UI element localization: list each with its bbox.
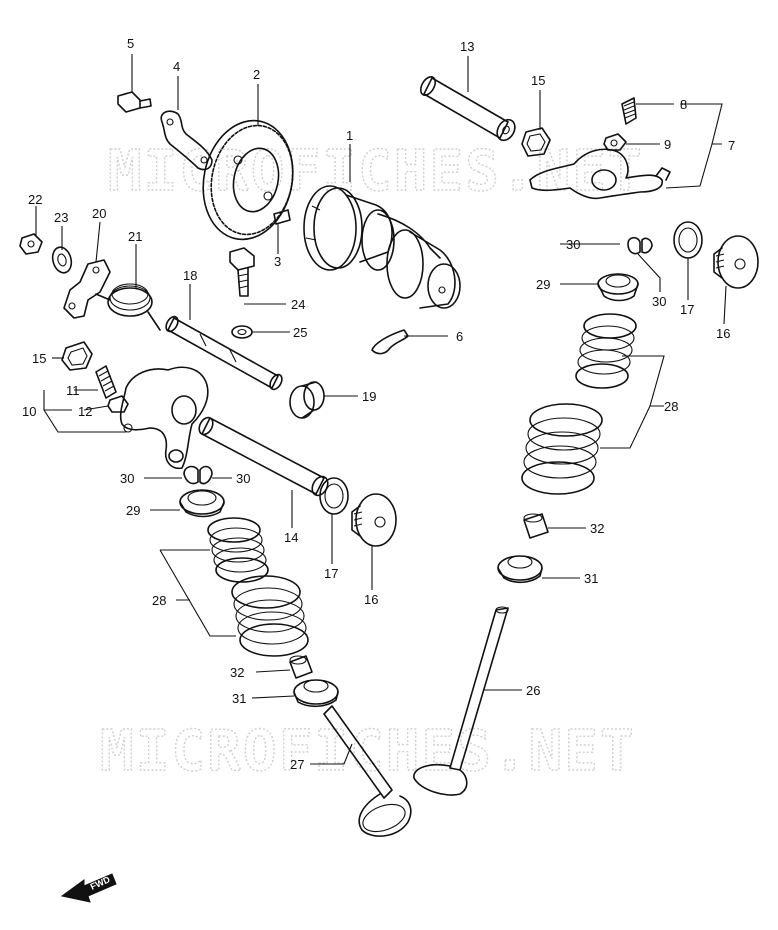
part-6-half-ring bbox=[371, 329, 409, 355]
callout-2: 2 bbox=[253, 67, 260, 82]
callout-30-b: 30 bbox=[236, 471, 250, 486]
part-8-adjuster-screw bbox=[621, 97, 637, 125]
callout-3: 3 bbox=[274, 254, 281, 269]
part-32-valve-seal-left bbox=[289, 655, 313, 679]
part-25-washer bbox=[231, 325, 253, 339]
part-32-valve-seal-right bbox=[523, 513, 549, 539]
part-1-camshaft bbox=[303, 185, 461, 309]
part-3-pin bbox=[273, 209, 291, 225]
callout-31-left: 31 bbox=[232, 691, 246, 706]
part-30-cotters-right bbox=[627, 236, 653, 255]
callout-21: 21 bbox=[128, 229, 142, 244]
callout-16-left: 16 bbox=[364, 592, 378, 607]
part-20-tensioner-bracket bbox=[63, 259, 111, 319]
callout-32-right: 32 bbox=[590, 521, 604, 536]
callout-9: 9 bbox=[664, 137, 671, 152]
part-28-spring-inner-right bbox=[575, 313, 637, 389]
part-15-washer-top bbox=[521, 127, 551, 157]
callout-6: 6 bbox=[456, 329, 463, 344]
part-17-seal-left bbox=[319, 477, 349, 515]
part-5-bolt bbox=[117, 91, 152, 113]
callout-15-left: 15 bbox=[32, 351, 46, 366]
callout-19: 19 bbox=[362, 389, 376, 404]
callout-30-a: 30 bbox=[120, 471, 134, 486]
callout-25: 25 bbox=[293, 325, 307, 340]
callout-1: 1 bbox=[346, 128, 353, 143]
watermark-top: MICROFICHES.NET bbox=[108, 139, 644, 204]
part-26-valve-right bbox=[413, 606, 509, 796]
part-28-spring-outer-left bbox=[231, 575, 309, 657]
part-22-nut bbox=[19, 233, 43, 255]
callout-8: 8 bbox=[680, 97, 687, 112]
callout-4: 4 bbox=[173, 59, 180, 74]
part-9-nut bbox=[603, 133, 627, 151]
part-28-spring-outer-right bbox=[521, 403, 603, 495]
part-4-bracket bbox=[160, 110, 213, 171]
leader-lines bbox=[35, 54, 727, 765]
part-29-retainer-left bbox=[179, 489, 225, 518]
part-30-cotters-left bbox=[183, 465, 213, 485]
part-31-spring-seat-right bbox=[497, 555, 543, 584]
fwd-arrow-icon: FWD bbox=[60, 873, 117, 903]
part-13-rocker-shaft bbox=[419, 76, 516, 142]
part-15-washer-left bbox=[61, 341, 93, 371]
part-18-shaft bbox=[165, 315, 283, 391]
callout-24: 24 bbox=[291, 297, 305, 312]
callout-29-left: 29 bbox=[126, 503, 140, 518]
callout-15-top: 15 bbox=[531, 73, 545, 88]
part-28-spring-inner-left bbox=[207, 517, 269, 583]
part-16-cap-right bbox=[713, 235, 759, 289]
part-7-rocker-arm-top bbox=[529, 148, 671, 200]
part-16-cap-left bbox=[351, 493, 397, 547]
callout-14: 14 bbox=[284, 530, 298, 545]
callout-17-left: 17 bbox=[324, 566, 338, 581]
part-17-seal-right bbox=[673, 221, 703, 259]
part-14-rocker-shaft bbox=[198, 416, 329, 497]
part-10-rocker-arm-left bbox=[119, 366, 209, 470]
callout-17-right: 17 bbox=[680, 302, 694, 317]
callout-27: 27 bbox=[290, 757, 304, 772]
callout-20: 20 bbox=[92, 206, 106, 221]
part-29-retainer-right bbox=[597, 273, 639, 302]
part-21-spring bbox=[95, 283, 161, 331]
watermark-bottom: MICROFICHES.NET bbox=[100, 719, 636, 784]
callout-26: 26 bbox=[526, 683, 540, 698]
callout-30-c: 30 bbox=[566, 237, 580, 252]
callout-29-right: 29 bbox=[536, 277, 550, 292]
callout-28-left: 28 bbox=[152, 593, 166, 608]
callout-11: 11 bbox=[66, 383, 80, 398]
callout-18: 18 bbox=[183, 268, 197, 283]
part-27-valve-left bbox=[323, 705, 412, 837]
part-12-nut bbox=[107, 395, 129, 413]
callout-22: 22 bbox=[28, 192, 42, 207]
callout-31-right: 31 bbox=[584, 571, 598, 586]
callout-7: 7 bbox=[728, 138, 735, 153]
callout-30-d: 30 bbox=[652, 294, 666, 309]
part-2-cam-sprocket bbox=[202, 119, 294, 241]
callout-28-right: 28 bbox=[664, 399, 678, 414]
part-23-washer bbox=[51, 246, 73, 274]
callout-10: 10 bbox=[22, 404, 36, 419]
part-19-bushing bbox=[289, 381, 325, 419]
callout-13: 13 bbox=[460, 39, 474, 54]
part-31-spring-seat-left bbox=[293, 679, 339, 708]
part-24-bolt bbox=[229, 247, 255, 297]
callout-labels: 5 4 2 1 3 6 13 15 8 9 7 22 23 20 21 18 2… bbox=[22, 36, 735, 772]
callout-32-left: 32 bbox=[230, 665, 244, 680]
callout-5: 5 bbox=[127, 36, 134, 51]
callout-16-right: 16 bbox=[716, 326, 730, 341]
callout-23: 23 bbox=[54, 210, 68, 225]
part-11-adjuster-screw bbox=[95, 365, 117, 399]
callout-12: 12 bbox=[78, 404, 92, 419]
